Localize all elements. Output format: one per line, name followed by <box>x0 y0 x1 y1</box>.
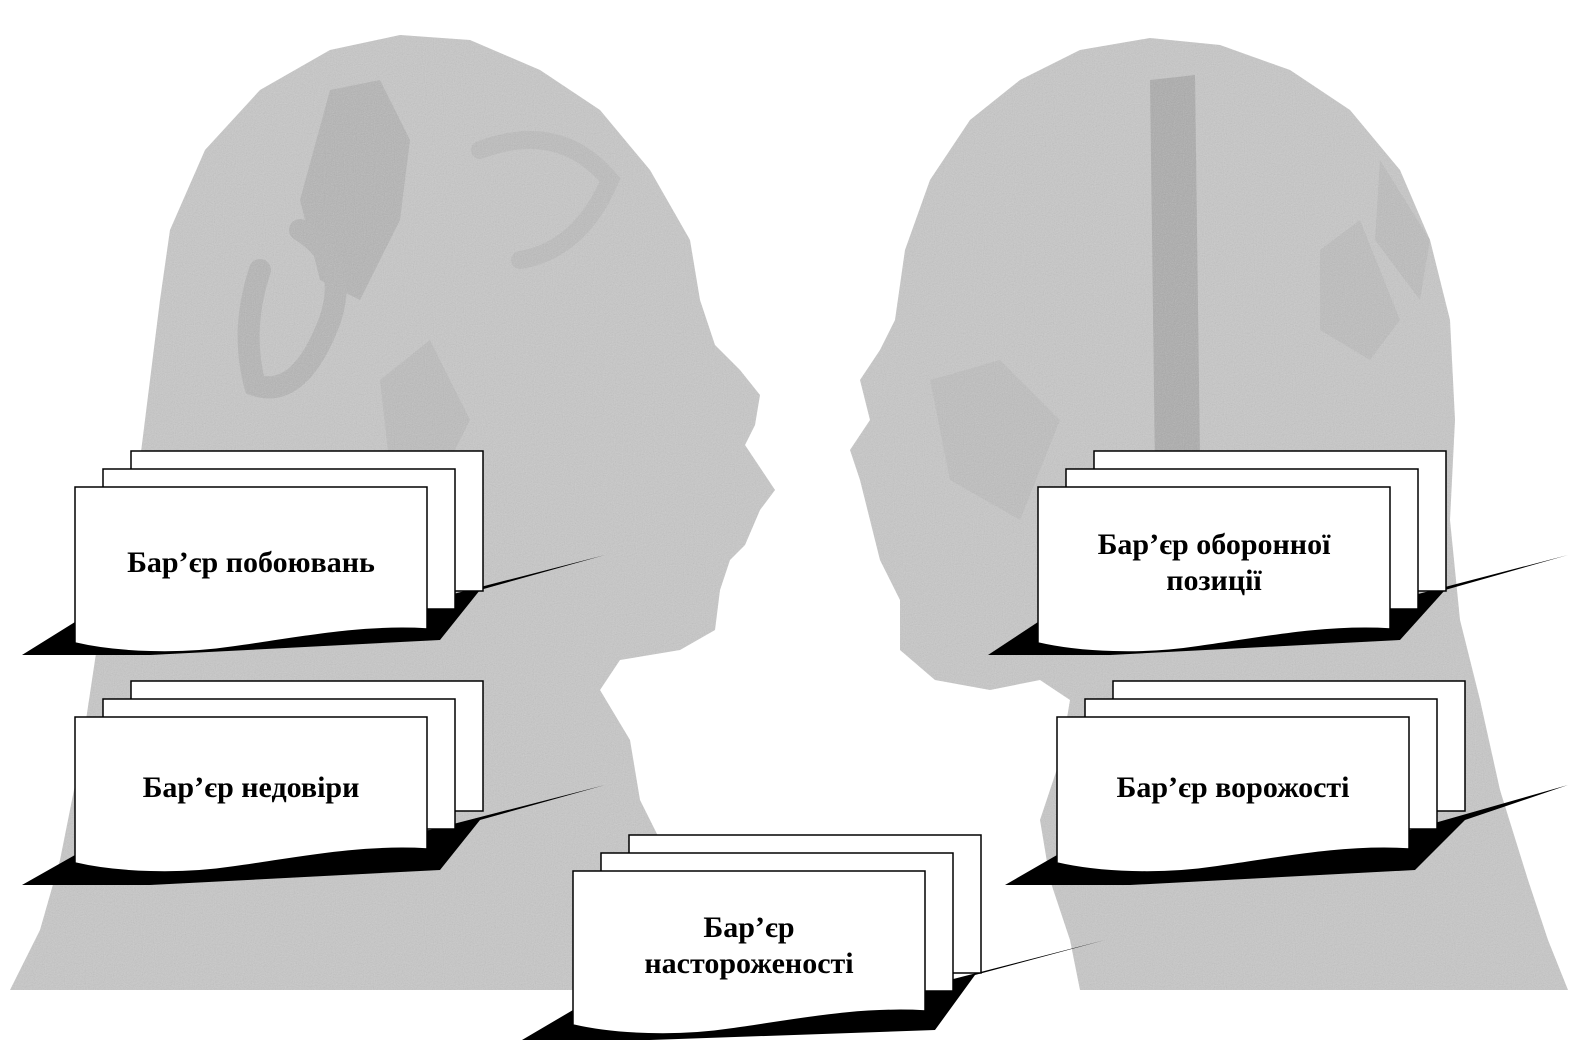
barrier-label-line: Бар’єр недовіри <box>142 771 360 804</box>
barrier-label-line: настороженості <box>644 947 854 980</box>
barrier-label-line: позиції <box>1166 564 1262 597</box>
barrier-label-hostility: Бар’єр ворожості <box>1057 725 1409 851</box>
card-front-sheet <box>74 486 428 653</box>
barrier-label-line: Бар’єр ворожості <box>1116 771 1350 804</box>
barrier-card-apprehension <box>22 450 605 655</box>
card-front-sheet <box>572 870 926 1035</box>
barrier-label-lines: Бар’єр недовіри <box>143 770 360 806</box>
barrier-label-apprehension: Бар’єр побоювань <box>75 495 427 631</box>
barrier-label-line: Бар’єр побоювань <box>127 546 375 579</box>
card-front-sheet <box>1037 486 1391 653</box>
barrier-card-wariness <box>522 834 1105 1040</box>
barrier-label-lines: Бар’єр побоювань <box>127 545 375 581</box>
barrier-cards-layer <box>22 450 1568 1040</box>
barrier-card-hostility <box>1005 680 1568 885</box>
barrier-label-lines: Бар’єр ворожості <box>1117 770 1350 806</box>
barrier-card-distrust <box>22 680 605 885</box>
card-front-sheet <box>74 716 428 873</box>
barrier-label-distrust: Бар’єр недовіри <box>75 725 427 851</box>
card-front-sheet <box>1056 716 1410 873</box>
barrier-label-line: Бар’єр оборонної <box>1097 528 1331 561</box>
barrier-card-defensive <box>988 450 1568 655</box>
barrier-label-line: Бар’єр <box>703 911 795 944</box>
